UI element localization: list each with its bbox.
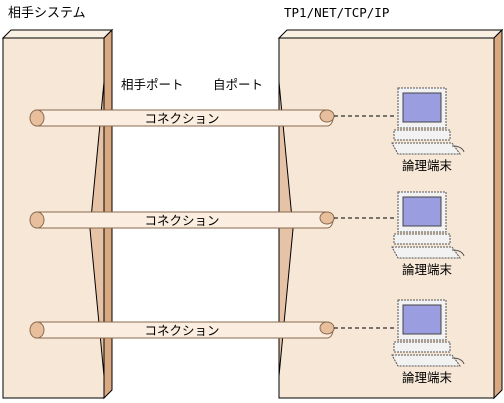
terminal-icon: 論理端末 — [391, 87, 465, 173]
terminal-screen — [402, 92, 442, 123]
terminal-icon: 論理端末 — [391, 299, 465, 385]
terminal-base — [393, 129, 451, 141]
connection-tube-left-end — [29, 321, 45, 339]
connection-tube: コネクション — [29, 211, 335, 229]
connection-label: コネクション — [144, 213, 219, 228]
terminal-label: 論理端末 — [402, 158, 453, 173]
connection-tube: コネクション — [29, 321, 335, 339]
local-ports — [278, 81, 294, 377]
terminal-screen — [402, 304, 442, 335]
connection-tube-right-end — [319, 211, 335, 225]
connection-label: コネクション — [144, 111, 219, 126]
local-port — [278, 81, 294, 377]
right-system-side — [493, 28, 503, 400]
terminal-icon: 論理端末 — [391, 191, 465, 277]
remote-ports — [89, 81, 105, 377]
terminal-base — [393, 233, 451, 245]
terminal-cable — [451, 249, 465, 257]
terminal-label: 論理端末 — [402, 370, 453, 385]
terminal-cable — [451, 145, 465, 153]
remote-port-label: 相手ポート — [121, 77, 184, 92]
terminal-label: 論理端末 — [402, 262, 453, 277]
terminal-keyboard — [391, 142, 461, 155]
terminal-base — [393, 341, 451, 353]
terminal-keyboard — [391, 354, 461, 367]
right-system-top — [277, 29, 504, 39]
connection-tube-right-end — [319, 321, 335, 335]
left-system-top — [1, 29, 114, 39]
connection-tube-left-end — [29, 109, 45, 127]
terminal-keyboard — [391, 246, 461, 259]
connection-tube: コネクション — [29, 109, 335, 127]
right-system-label: TP1/NET/TCP/IP — [284, 5, 389, 20]
terminal-cable — [451, 357, 465, 365]
terminal-screen — [402, 196, 442, 227]
local-port-label: 自ポート — [213, 77, 263, 92]
connection-label: コネクション — [144, 323, 219, 338]
connection-tube-left-end — [29, 211, 45, 229]
left-system-label: 相手システム — [8, 6, 86, 21]
remote-port — [89, 81, 105, 377]
connection-tube-right-end — [319, 109, 335, 123]
